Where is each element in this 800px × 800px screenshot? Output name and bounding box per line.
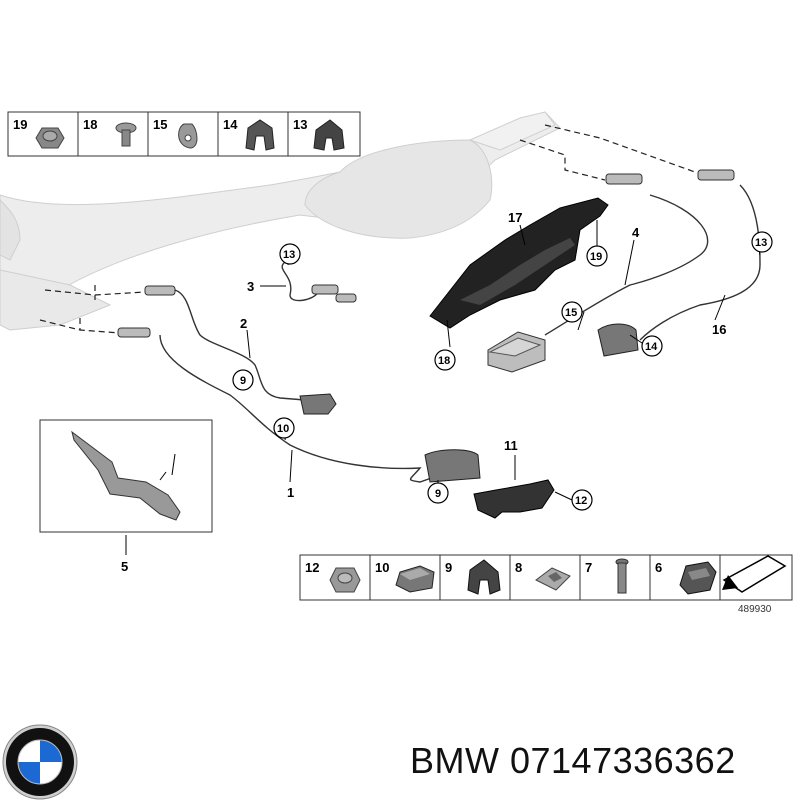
circled-callout-9: 9 [240,375,246,387]
legend-label-8: 8 [515,560,522,575]
legend-label-12: 12 [305,560,319,575]
oxygen-sensor-icon [117,327,151,338]
flange-nut-icon [329,567,361,593]
bottom-parts-legend: 12 10 9 8 7 6 [299,554,793,601]
exhaust-system-illustration [0,111,561,331]
legend-label-13: 13 [293,117,307,132]
circled-callout-13: 13 [283,249,295,261]
connector-plugs [299,323,639,483]
mounting-bracket-icon [429,197,609,329]
direction-arrow-icon [722,555,787,593]
connector-plug-icon [424,449,481,483]
sensor-cables [159,184,761,483]
oxygen-sensor-icon [311,284,339,295]
brand-part-number: BMW 07147336362 [410,740,736,781]
circled-callout-10: 10 [277,423,289,435]
connector-plug-icon [597,323,639,357]
callout-17: 17 [508,210,522,225]
callout-5: 5 [121,559,128,574]
control-unit-icon [487,331,546,373]
circled-callout-13-right: 13 [755,237,767,249]
clip-nut-icon [535,567,571,591]
oxygen-sensor-icon [144,285,176,296]
oxygen-sensors [117,169,735,338]
bolt-icon [615,558,629,594]
connector-plug-icon [299,393,337,415]
circled-callout-15: 15 [565,307,577,319]
callout-11: 11 [504,438,518,453]
callout-16: 16 [712,322,726,337]
legend-label-10: 10 [375,560,389,575]
legend-label-15: 15 [153,117,167,132]
callout-3: 3 [247,279,254,294]
circled-callout-14: 14 [645,341,658,353]
detail-box-5 [39,419,213,533]
cable-clip-icon [395,565,435,593]
clamp-icon [178,123,198,149]
legend-label-14: 14 [223,117,238,132]
circled-callout-19: 19 [590,251,602,263]
callout-4: 4 [632,225,640,240]
cable-clip-icon [245,119,275,151]
callout-lines [125,220,761,555]
top-parts-legend: 19 18 15 14 13 [7,111,361,157]
legend-label-7: 7 [585,560,592,575]
cable-clip-icon [313,119,345,151]
diagram-reference-number: 489930 [738,604,772,615]
oxygen-sensor-icon [605,173,643,185]
screw-icon [115,122,137,147]
legend-label-19: 19 [13,117,27,132]
dashed-leader-lines [39,124,696,334]
callout-1: 1 [287,485,294,500]
bmw-logo [2,724,78,800]
collar-nut-icon [35,127,65,149]
circled-callout-18: 18 [438,355,450,367]
legend-label-18: 18 [83,117,97,132]
oxygen-sensor-icon [697,169,735,181]
connector-plug-icon [679,561,717,595]
oxygen-sensor-icon [335,293,357,303]
cable-clip-icon [467,559,501,595]
circled-callout-9-lower: 9 [435,488,441,500]
legend-label-6: 6 [655,560,662,575]
callout-2: 2 [240,316,247,331]
heat-shield-bracket-icon [71,430,181,521]
legend-label-9: 9 [445,560,452,575]
sensor-bracket-icon [473,479,555,519]
circled-callout-12: 12 [575,495,587,507]
